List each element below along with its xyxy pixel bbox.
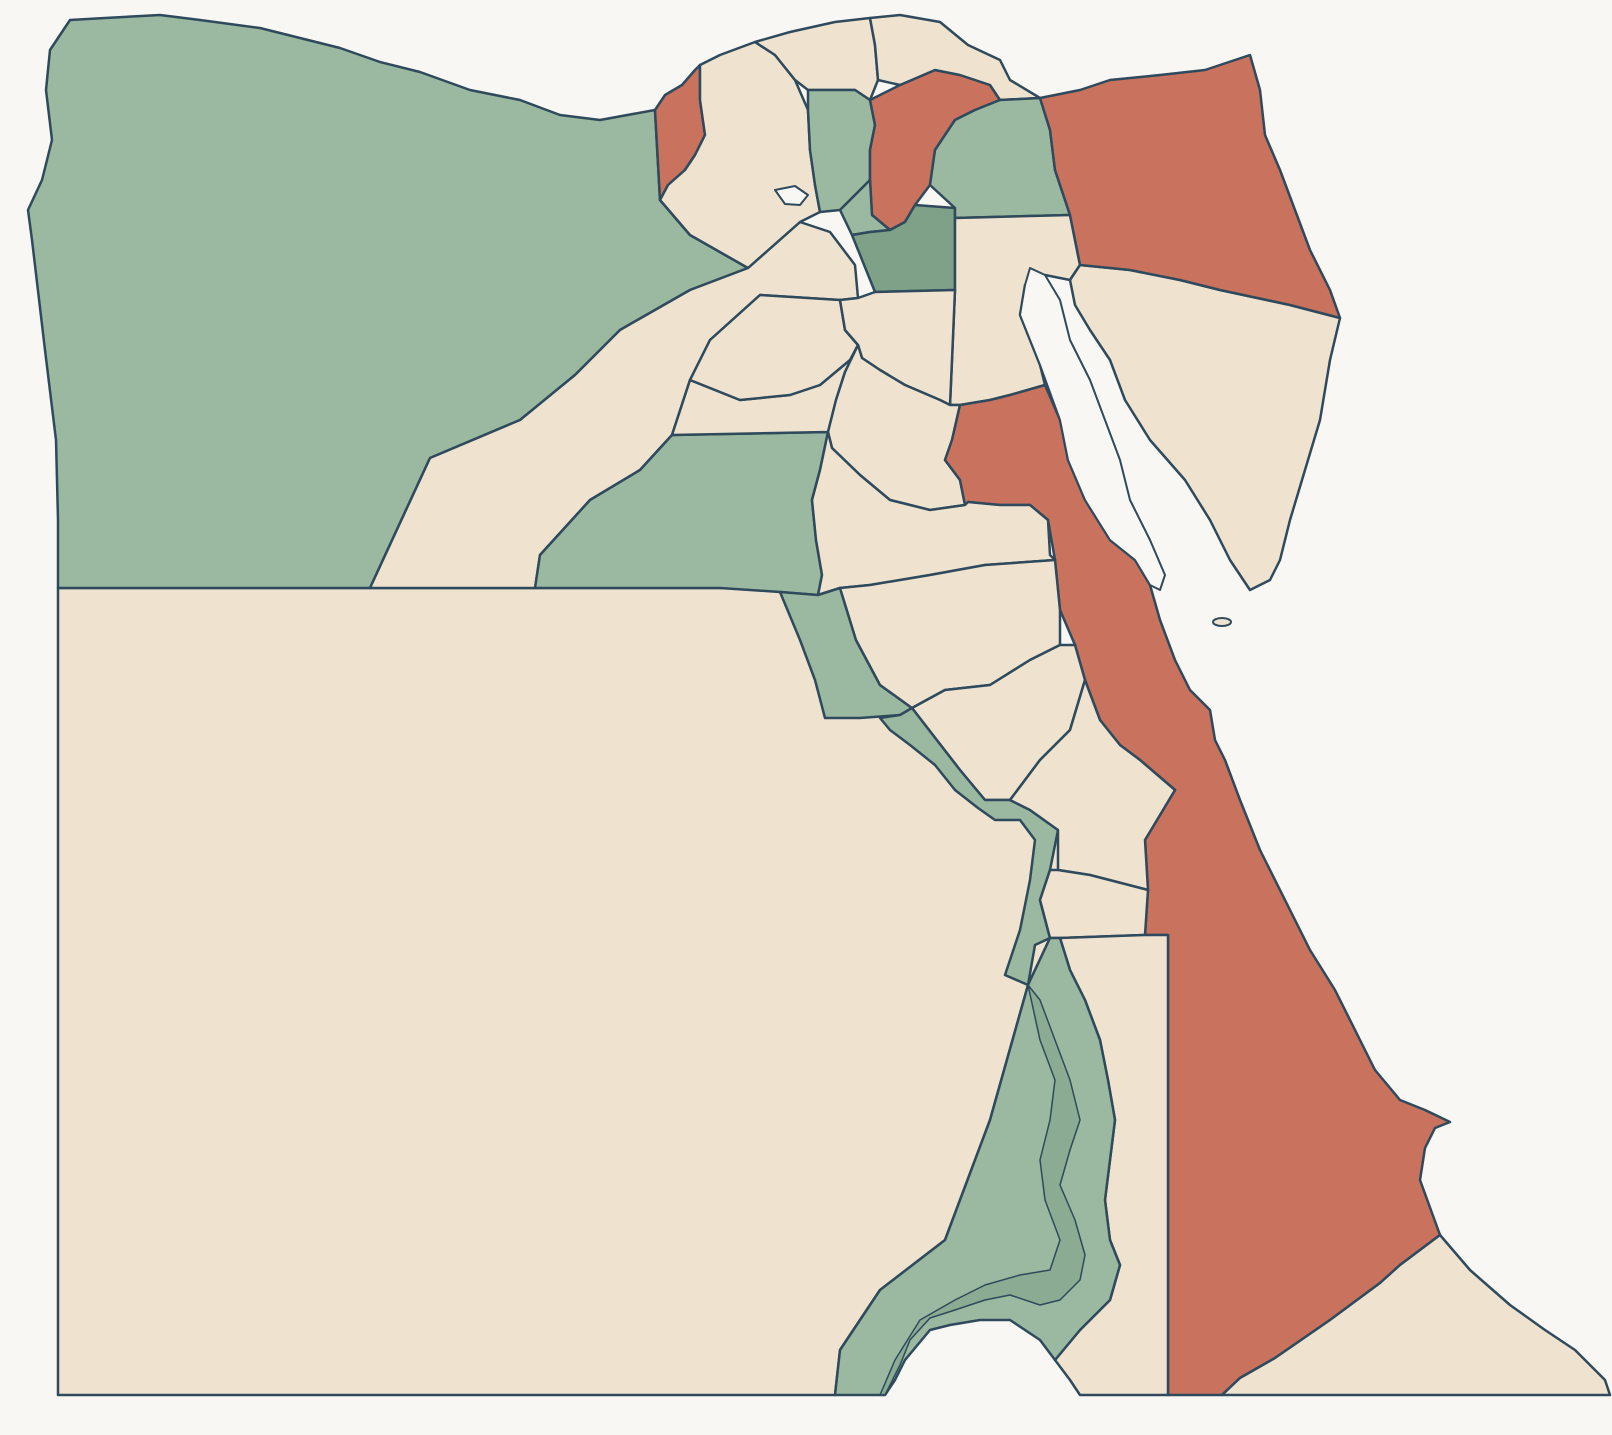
region-kafr-el-sheikh[interactable] bbox=[753, 16, 880, 102]
region-north-sinai[interactable] bbox=[1038, 53, 1342, 320]
delta-lake bbox=[774, 185, 809, 206]
island bbox=[1212, 617, 1232, 627]
gulf-of-suez bbox=[1019, 267, 1166, 591]
region-halaib[interactable] bbox=[1220, 1233, 1612, 1397]
region-sohag[interactable] bbox=[1008, 678, 1177, 892]
lake-nasser bbox=[879, 984, 1086, 1396]
